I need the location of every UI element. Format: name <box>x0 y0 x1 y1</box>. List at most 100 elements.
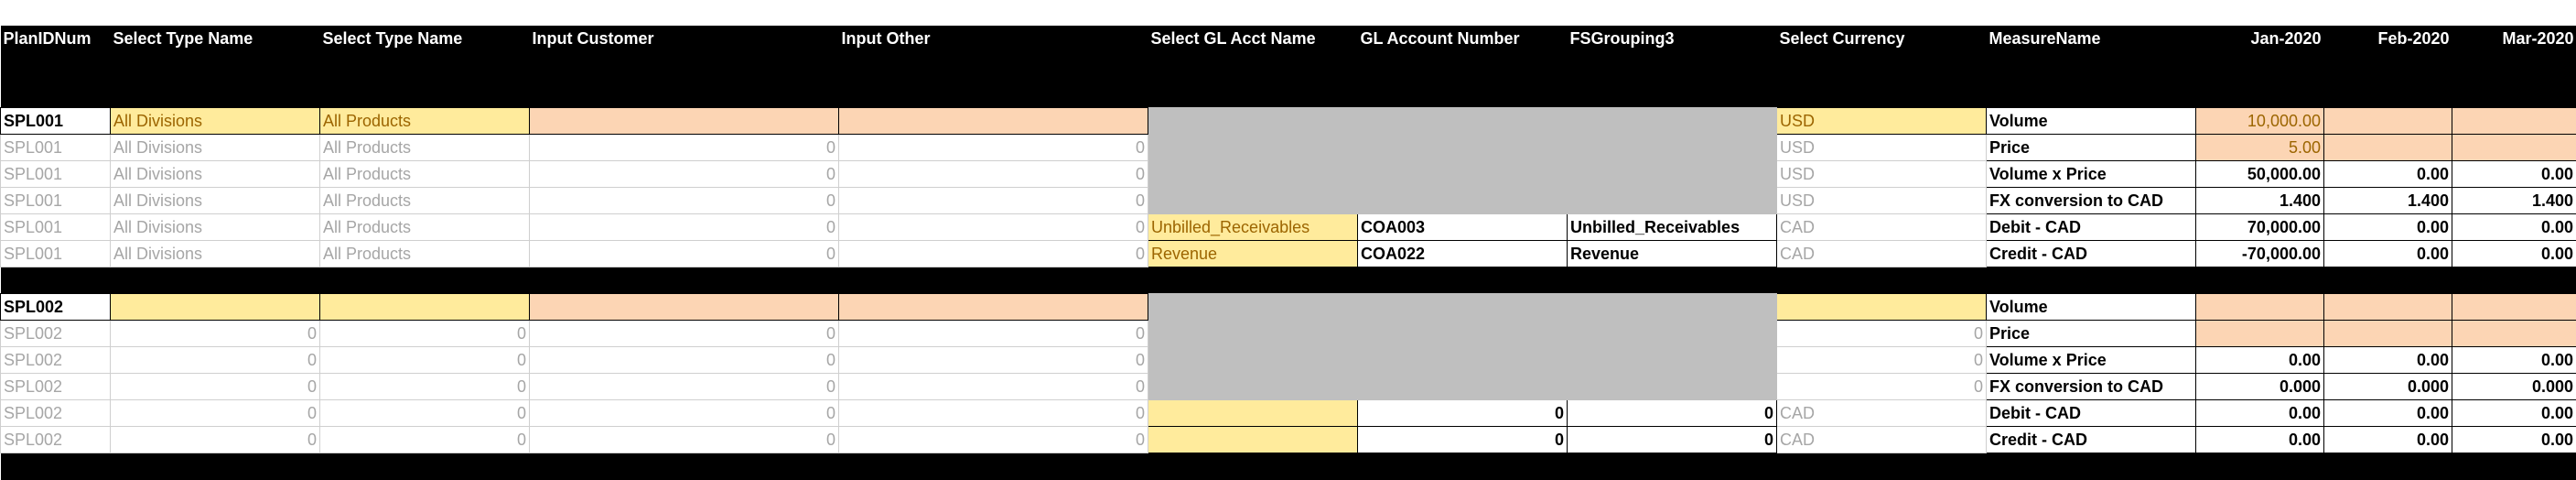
currency-cell[interactable]: CAD <box>1776 425 1987 453</box>
col-header-input-other[interactable]: Input Other <box>838 26 1148 107</box>
mar-value-cell[interactable]: 0.000 <box>2452 372 2576 400</box>
type-name-cell[interactable] <box>110 292 320 321</box>
type-name-cell[interactable]: 0 <box>110 398 320 427</box>
gl-acct-name-cell[interactable] <box>1148 398 1358 427</box>
type-name-cell[interactable]: All Products <box>319 239 530 267</box>
input-customer-cell[interactable]: 0 <box>529 398 839 427</box>
input-customer-cell[interactable]: 0 <box>529 133 839 161</box>
col-header-gl-account-number[interactable]: GL Account Number <box>1357 26 1568 107</box>
feb-value-cell[interactable] <box>2323 319 2452 347</box>
plan-id-cell[interactable]: SPL002 <box>0 345 111 374</box>
input-customer-cell[interactable]: 0 <box>529 159 839 188</box>
mar-value-cell[interactable]: 1.400 <box>2452 186 2576 214</box>
input-other-cell[interactable]: 0 <box>838 239 1148 267</box>
plan-id-cell[interactable]: SPL001 <box>0 213 111 241</box>
jan-value-cell[interactable]: 5.00 <box>2195 133 2324 161</box>
jan-value-cell[interactable]: 0.00 <box>2195 398 2324 427</box>
currency-cell[interactable]: 0 <box>1776 319 1987 347</box>
type-name-cell[interactable]: All Divisions <box>110 106 320 135</box>
feb-value-cell[interactable]: 0.00 <box>2323 425 2452 453</box>
type-name-cell[interactable]: 0 <box>319 372 530 400</box>
currency-cell[interactable]: USD <box>1776 106 1987 135</box>
col-header-select-type-name-2[interactable]: Select Type Name <box>319 26 530 107</box>
measure-name-cell[interactable]: Debit - CAD <box>1986 398 2196 427</box>
feb-value-cell[interactable]: 0.00 <box>2323 239 2452 267</box>
measure-name-cell[interactable]: Volume <box>1986 292 2196 321</box>
col-header-select-gl-acct-name[interactable]: Select GL Acct Name <box>1148 26 1358 107</box>
input-customer-cell[interactable] <box>529 106 839 135</box>
mar-value-cell[interactable]: 0.00 <box>2452 345 2576 374</box>
plan-id-cell[interactable]: SPL002 <box>0 319 111 347</box>
gl-account-number-cell[interactable]: 0 <box>1357 398 1568 427</box>
input-customer-cell[interactable]: 0 <box>529 372 839 400</box>
gl-account-number-cell[interactable]: COA003 <box>1357 213 1568 241</box>
input-other-cell[interactable]: 0 <box>838 398 1148 427</box>
fsgrouping-cell[interactable]: Unbilled_Receivables <box>1567 213 1777 241</box>
type-name-cell[interactable] <box>319 292 530 321</box>
plan-id-cell[interactable]: SPL002 <box>0 372 111 400</box>
feb-value-cell[interactable]: 0.00 <box>2323 159 2452 188</box>
feb-value-cell[interactable] <box>2323 292 2452 321</box>
input-other-cell[interactable]: 0 <box>838 372 1148 400</box>
plan-id-cell[interactable]: SPL001 <box>0 159 111 188</box>
col-header-input-customer[interactable]: Input Customer <box>529 26 839 107</box>
col-header-fsgrouping3[interactable]: FSGrouping3 <box>1567 26 1777 107</box>
feb-value-cell[interactable]: 1.400 <box>2323 186 2452 214</box>
input-customer-cell[interactable]: 0 <box>529 213 839 241</box>
currency-cell[interactable] <box>1776 292 1987 321</box>
type-name-cell[interactable]: 0 <box>319 398 530 427</box>
input-other-cell[interactable] <box>838 106 1148 135</box>
input-other-cell[interactable]: 0 <box>838 213 1148 241</box>
measure-name-cell[interactable]: Credit - CAD <box>1986 239 2196 267</box>
plan-id-cell[interactable]: SPL001 <box>0 239 111 267</box>
feb-value-cell[interactable]: 0.000 <box>2323 372 2452 400</box>
gl-acct-name-cell[interactable]: Revenue <box>1148 239 1358 267</box>
mar-value-cell[interactable]: 0.00 <box>2452 239 2576 267</box>
mar-value-cell[interactable] <box>2452 292 2576 321</box>
jan-value-cell[interactable]: -70,000.00 <box>2195 239 2324 267</box>
jan-value-cell[interactable] <box>2195 292 2324 321</box>
jan-value-cell[interactable]: 1.400 <box>2195 186 2324 214</box>
mar-value-cell[interactable]: 0.00 <box>2452 213 2576 241</box>
jan-value-cell[interactable]: 0.00 <box>2195 345 2324 374</box>
feb-value-cell[interactable] <box>2323 133 2452 161</box>
type-name-cell[interactable]: 0 <box>319 319 530 347</box>
gl-account-number-cell[interactable]: 0 <box>1357 425 1568 453</box>
measure-name-cell[interactable]: Debit - CAD <box>1986 213 2196 241</box>
col-header-measurename[interactable]: MeasureName <box>1986 26 2196 107</box>
input-other-cell[interactable]: 0 <box>838 133 1148 161</box>
input-customer-cell[interactable]: 0 <box>529 425 839 453</box>
jan-value-cell[interactable]: 10,000.00 <box>2195 106 2324 135</box>
measure-name-cell[interactable]: Volume x Price <box>1986 159 2196 188</box>
plan-id-cell[interactable]: SPL001 <box>0 186 111 214</box>
plan-id-cell[interactable]: SPL002 <box>0 425 111 453</box>
input-customer-cell[interactable] <box>529 292 839 321</box>
input-customer-cell[interactable]: 0 <box>529 319 839 347</box>
input-other-cell[interactable]: 0 <box>838 186 1148 214</box>
type-name-cell[interactable]: All Products <box>319 186 530 214</box>
gl-acct-name-cell[interactable] <box>1148 425 1358 453</box>
mar-value-cell[interactable] <box>2452 319 2576 347</box>
measure-name-cell[interactable]: FX conversion to CAD <box>1986 186 2196 214</box>
gl-acct-name-cell[interactable]: Unbilled_Receivables <box>1148 213 1358 241</box>
feb-value-cell[interactable]: 0.00 <box>2323 345 2452 374</box>
currency-cell[interactable]: USD <box>1776 186 1987 214</box>
feb-value-cell[interactable]: 0.00 <box>2323 213 2452 241</box>
col-header-select-currency[interactable]: Select Currency <box>1776 26 1987 107</box>
type-name-cell[interactable]: All Divisions <box>110 133 320 161</box>
type-name-cell[interactable]: 0 <box>319 345 530 374</box>
jan-value-cell[interactable]: 0.00 <box>2195 425 2324 453</box>
type-name-cell[interactable]: All Divisions <box>110 239 320 267</box>
feb-value-cell[interactable]: 0.00 <box>2323 398 2452 427</box>
type-name-cell[interactable]: All Products <box>319 106 530 135</box>
jan-value-cell[interactable]: 50,000.00 <box>2195 159 2324 188</box>
input-other-cell[interactable]: 0 <box>838 319 1148 347</box>
fsgrouping-cell[interactable]: Revenue <box>1567 239 1777 267</box>
measure-name-cell[interactable]: Volume <box>1986 106 2196 135</box>
type-name-cell[interactable]: All Divisions <box>110 213 320 241</box>
mar-value-cell[interactable]: 0.00 <box>2452 159 2576 188</box>
plan-id-cell[interactable]: SPL002 <box>0 398 111 427</box>
currency-cell[interactable]: CAD <box>1776 398 1987 427</box>
input-other-cell[interactable] <box>838 292 1148 321</box>
col-header-planidnum[interactable]: PlanIDNum <box>0 26 111 107</box>
